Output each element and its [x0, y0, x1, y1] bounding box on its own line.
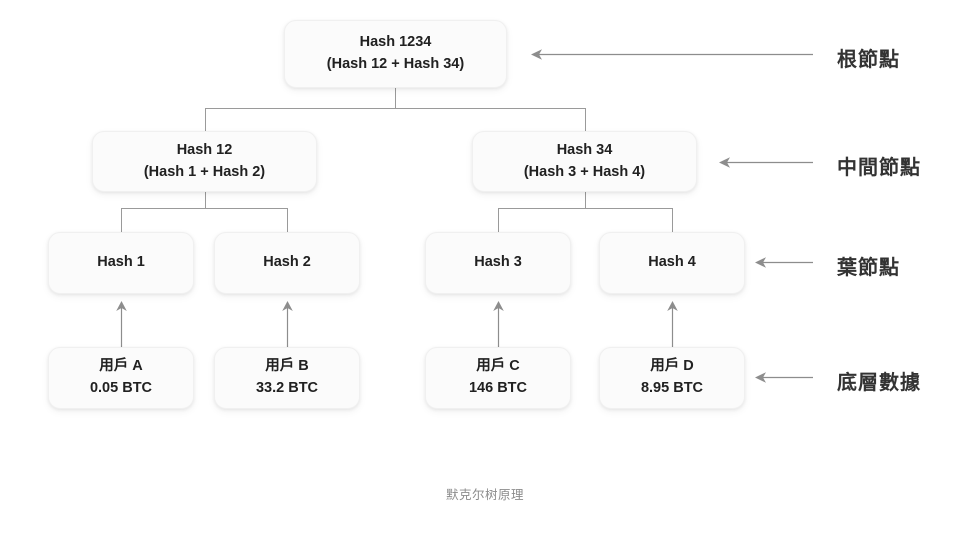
node-root-line1: Hash 1234 [359, 34, 432, 51]
node-data-user-a-amount: 0.05 BTC [89, 380, 153, 396]
connector-leaf2-down [287, 208, 288, 232]
node-branch-hash12-line2: (Hash 1 + Hash 2) [143, 163, 266, 180]
node-data-user-c-user: 用戶 C [476, 358, 520, 375]
node-leaf-hash2[interactable]: Hash 2 [214, 232, 360, 294]
node-data-user-d[interactable]: 用戶 D 8.95 BTC [599, 347, 745, 409]
connector-branch-bus [205, 108, 586, 109]
node-leaf-hash2-label: Hash 2 [263, 254, 311, 271]
arrow-left-branch-annotation [719, 157, 813, 168]
connector-branch-right-down [585, 108, 586, 131]
node-branch-hash12-line1: Hash 12 [176, 141, 233, 158]
arrow-left-data-annotation [755, 372, 813, 383]
node-leaf-hash3-label: Hash 3 [474, 254, 522, 271]
node-data-user-b-amount: 33.2 BTC [255, 380, 319, 396]
node-branch-hash12[interactable]: Hash 12 (Hash 1 + Hash 2) [92, 131, 317, 192]
node-root-line2: (Hash 12 + Hash 34) [326, 56, 465, 72]
node-data-user-a[interactable]: 用戶 A 0.05 BTC [48, 347, 194, 409]
annotation-label-root: 根節點 [837, 49, 900, 71]
connector-branch-left-stem [205, 192, 206, 209]
connector-branch-left-down [205, 108, 206, 131]
arrow-up-data-a [116, 301, 127, 347]
connector-leaf-bus-left [121, 208, 287, 209]
connector-leaf3-down [498, 208, 499, 232]
node-data-user-c[interactable]: 用戶 C 146 BTC [425, 347, 571, 409]
arrow-left-leaf-annotation [755, 257, 813, 268]
node-data-user-c-amount: 146 BTC [468, 380, 528, 396]
node-root[interactable]: Hash 1234 (Hash 12 + Hash 34) [284, 20, 507, 88]
connector-leaf-bus-right [498, 208, 672, 209]
arrow-left-root-annotation [531, 49, 813, 60]
node-branch-hash34[interactable]: Hash 34 (Hash 3 + Hash 4) [472, 131, 697, 192]
node-leaf-hash4[interactable]: Hash 4 [599, 232, 745, 294]
node-data-user-d-amount: 8.95 BTC [640, 380, 704, 396]
node-data-user-d-user: 用戶 D [650, 358, 694, 375]
node-data-user-b-user: 用戶 B [265, 358, 309, 375]
arrow-up-data-b [282, 301, 293, 347]
node-branch-hash34-line1: Hash 34 [556, 141, 613, 158]
annotation-label-data: 底層數據 [837, 372, 921, 394]
connector-root-down [395, 88, 396, 109]
node-leaf-hash4-label: Hash 4 [648, 254, 696, 271]
node-leaf-hash1-label: Hash 1 [97, 254, 145, 271]
connector-leaf1-down [121, 208, 122, 232]
connector-leaf4-down [672, 208, 673, 232]
node-branch-hash34-line2: (Hash 3 + Hash 4) [523, 163, 646, 180]
node-leaf-hash3[interactable]: Hash 3 [425, 232, 571, 294]
node-data-user-a-user: 用戶 A [99, 358, 143, 375]
connector-branch-right-stem [585, 192, 586, 209]
arrow-up-data-d [667, 301, 678, 347]
node-leaf-hash1[interactable]: Hash 1 [48, 232, 194, 294]
annotation-label-leaf: 葉節點 [837, 257, 900, 279]
diagram-caption: 默克尔树原理 [446, 488, 525, 502]
arrow-up-data-c [493, 301, 504, 347]
annotation-label-branch: 中間節點 [837, 157, 921, 179]
node-data-user-b[interactable]: 用戶 B 33.2 BTC [214, 347, 360, 409]
